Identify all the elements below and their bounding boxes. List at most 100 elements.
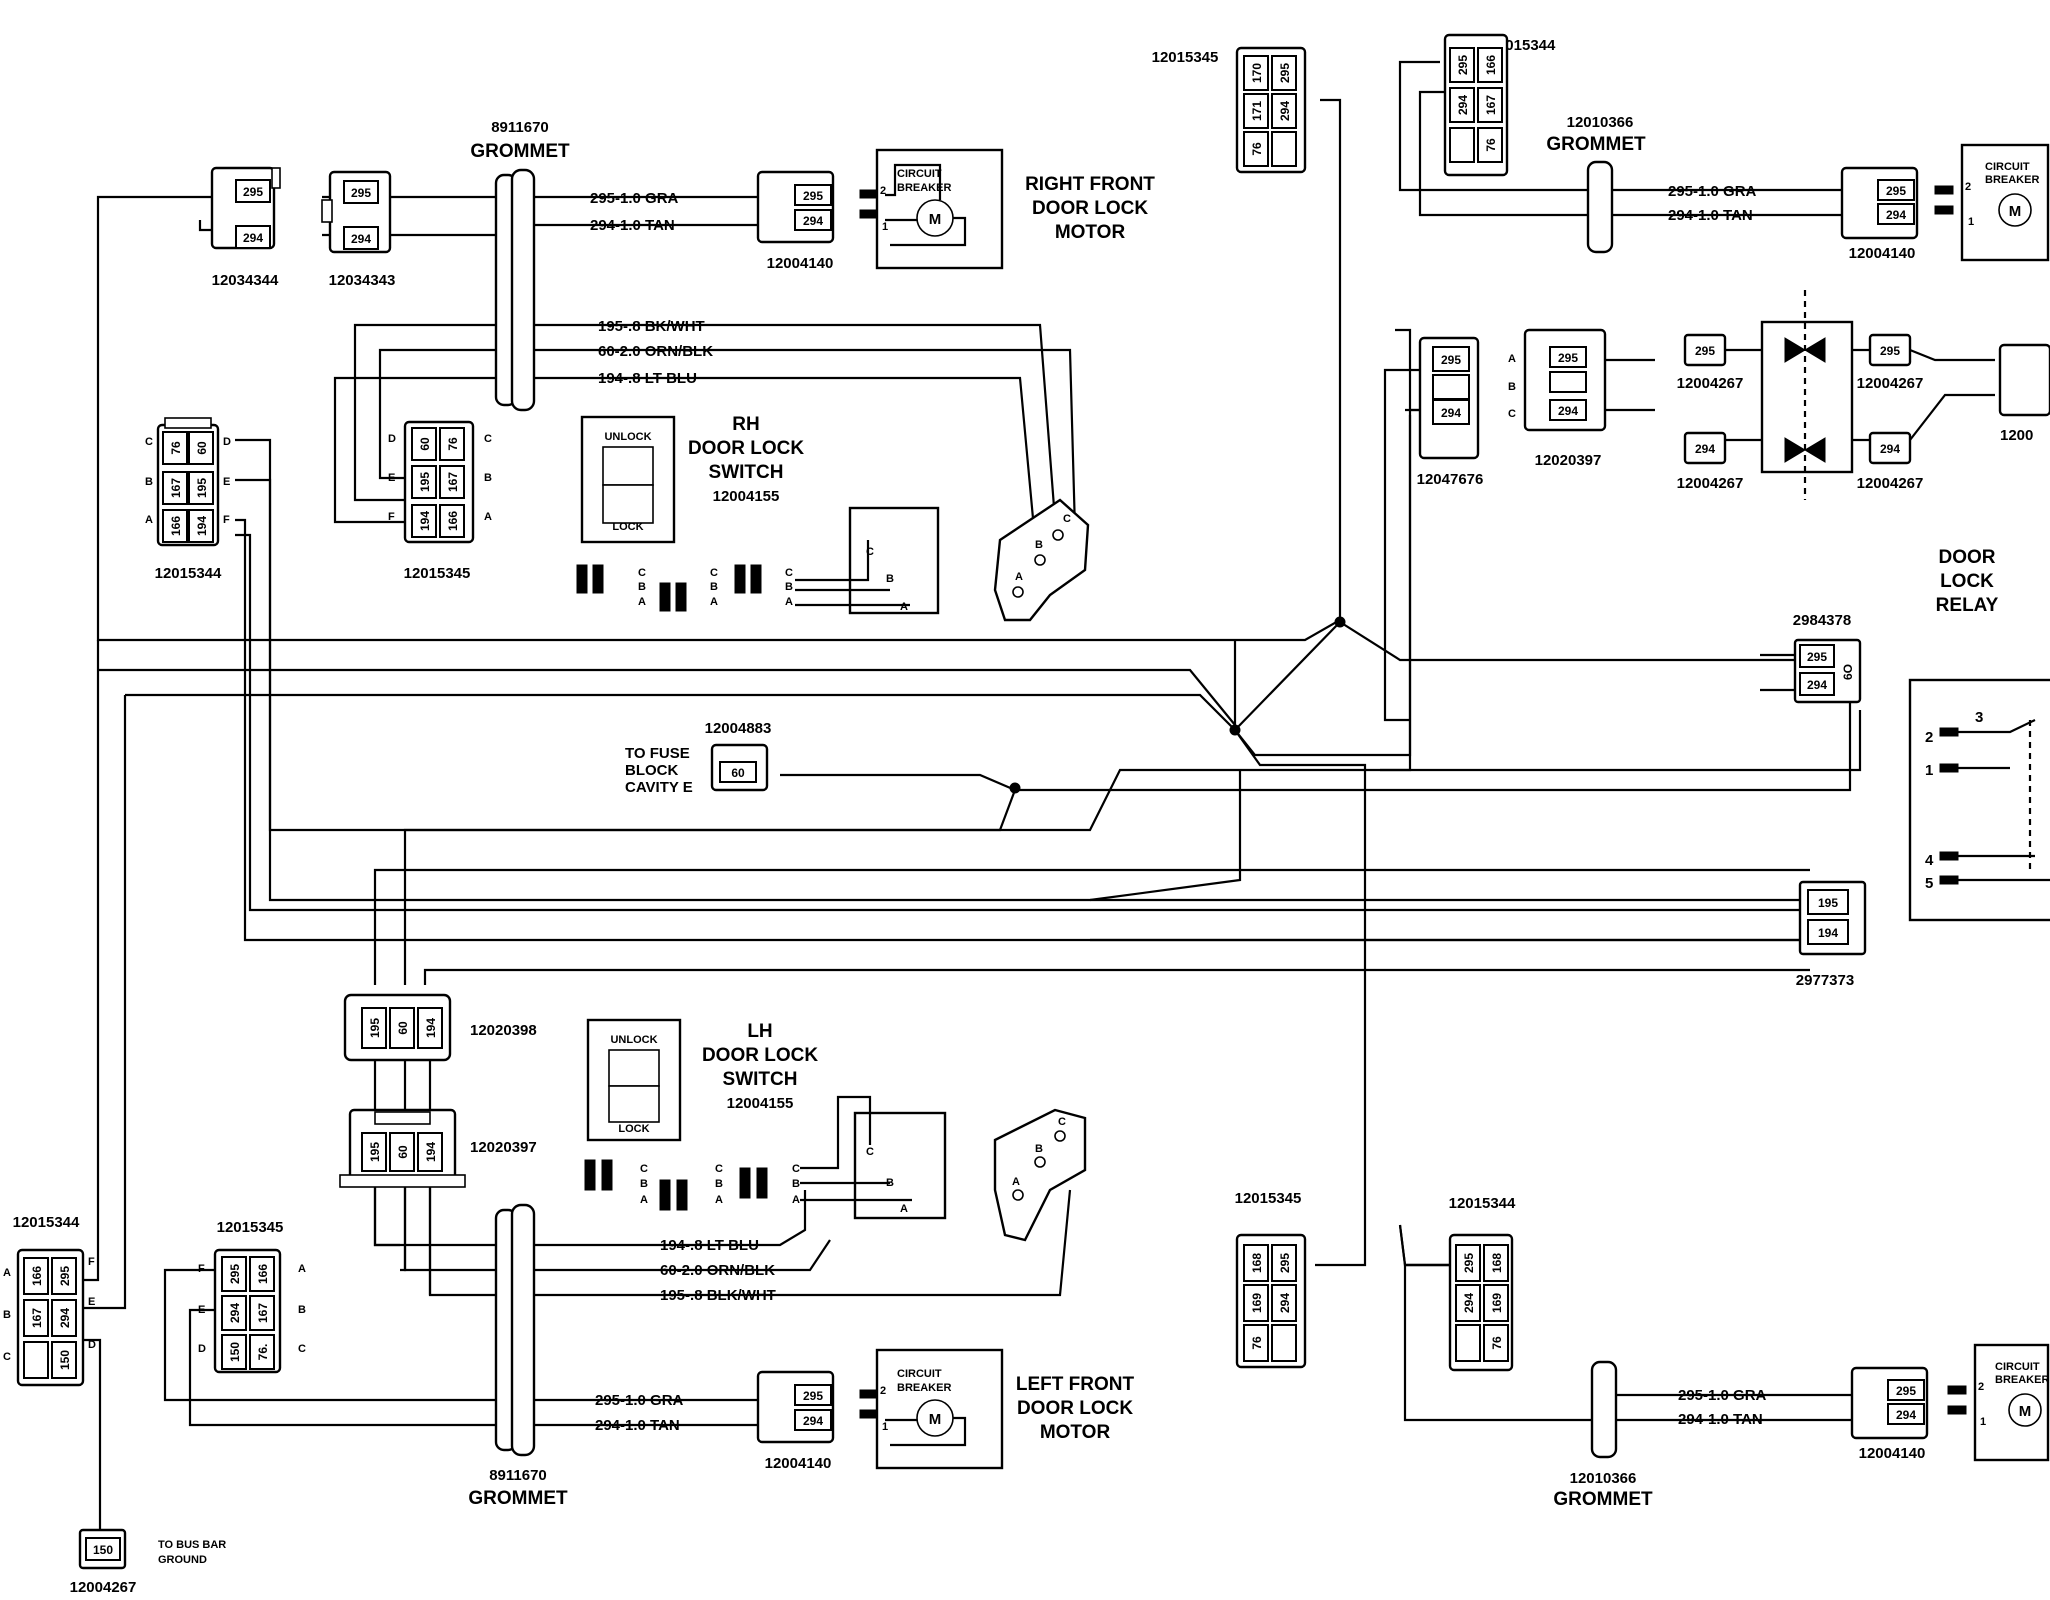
svg-text:LOCK: LOCK bbox=[618, 1123, 649, 1135]
svg-text:12010366: 12010366 bbox=[1570, 1470, 1637, 1487]
lh-switch-symbol: UNLOCK LOCK bbox=[586, 1018, 682, 1142]
svg-text:C: C bbox=[298, 1343, 306, 1355]
svg-text:GROMMET: GROMMET bbox=[1553, 1489, 1653, 1510]
svg-text:B: B bbox=[1035, 1143, 1043, 1155]
connector-12004267-group: 295 12004267 294 12004267 295 12004267 2… bbox=[1677, 290, 1924, 500]
svg-text:169: 169 bbox=[1250, 1293, 1264, 1313]
connector-12020398: 195 60 194 12020398 bbox=[343, 993, 537, 1062]
svg-text:C: C bbox=[1063, 513, 1071, 525]
svg-text:C: C bbox=[1508, 408, 1516, 420]
svg-text:12004267: 12004267 bbox=[1677, 375, 1744, 392]
svg-text:GROUND: GROUND bbox=[158, 1554, 207, 1566]
connector-12020397-lower: 195 60 194 12020397 bbox=[339, 1108, 537, 1188]
svg-text:E: E bbox=[223, 476, 230, 488]
svg-text:DOOR LOCK: DOOR LOCK bbox=[702, 1045, 818, 1066]
svg-text:76: 76 bbox=[1484, 138, 1498, 152]
svg-text:294: 294 bbox=[1456, 95, 1470, 115]
rh-lock-actuator: A B C bbox=[993, 498, 1090, 622]
svg-text:A: A bbox=[298, 1263, 306, 1275]
svg-text:76: 76 bbox=[1250, 142, 1264, 156]
svg-text:195-.8 BK/WHT: 195-.8 BK/WHT bbox=[598, 318, 705, 335]
svg-text:294-1.0 TAN: 294-1.0 TAN bbox=[590, 217, 675, 234]
svg-text:295-1.0 GRA: 295-1.0 GRA bbox=[1678, 1387, 1767, 1404]
svg-text:B: B bbox=[785, 581, 793, 593]
svg-text:GROMMET: GROMMET bbox=[1546, 134, 1646, 155]
svg-text:294: 294 bbox=[243, 231, 263, 245]
svg-text:170: 170 bbox=[1250, 63, 1264, 83]
svg-text:F: F bbox=[388, 511, 395, 523]
svg-text:194: 194 bbox=[424, 1142, 438, 1162]
svg-text:C: C bbox=[866, 1146, 874, 1158]
svg-text:5: 5 bbox=[1925, 875, 1933, 892]
svg-text:195: 195 bbox=[368, 1018, 382, 1038]
connector-12004140-rr: 295 294 12004140 CIRCUIT BREAKER M 2 1 bbox=[1840, 143, 2050, 262]
svg-text:A: A bbox=[900, 1203, 908, 1215]
svg-text:M: M bbox=[929, 211, 942, 228]
svg-text:294: 294 bbox=[803, 1414, 823, 1428]
svg-text:BREAKER: BREAKER bbox=[897, 182, 951, 194]
svg-text:DOOR: DOOR bbox=[1939, 547, 1996, 568]
svg-text:M: M bbox=[2019, 1403, 2032, 1420]
svg-text:295: 295 bbox=[58, 1266, 72, 1286]
svg-text:BREAKER: BREAKER bbox=[1985, 174, 2039, 186]
svg-text:295: 295 bbox=[1896, 1384, 1916, 1398]
svg-text:150: 150 bbox=[228, 1342, 242, 1362]
svg-text:E: E bbox=[198, 1304, 205, 1316]
svg-text:A: A bbox=[1508, 353, 1516, 365]
svg-text:194: 194 bbox=[1818, 926, 1838, 940]
svg-text:195: 195 bbox=[1818, 896, 1838, 910]
svg-text:194-.8 LT BLU: 194-.8 LT BLU bbox=[598, 370, 697, 387]
svg-text:UNLOCK: UNLOCK bbox=[604, 431, 651, 443]
connector-12004140-rf: 295 294 12004140 bbox=[756, 170, 881, 272]
svg-text:B: B bbox=[640, 1178, 648, 1190]
part-number: 12004140 bbox=[767, 255, 834, 272]
svg-text:166: 166 bbox=[1484, 55, 1498, 75]
svg-text:3: 3 bbox=[1975, 709, 1983, 726]
svg-text:76.: 76. bbox=[256, 1344, 270, 1361]
svg-text:12015345: 12015345 bbox=[217, 1219, 284, 1236]
connector-12015345-center: 12015345 170 295 171 294 76 bbox=[1152, 46, 1307, 174]
svg-text:1: 1 bbox=[882, 221, 888, 233]
svg-text:E: E bbox=[88, 1296, 95, 1308]
svg-text:A: A bbox=[638, 596, 646, 608]
svg-text:B: B bbox=[715, 1178, 723, 1190]
svg-text:12004267: 12004267 bbox=[1857, 475, 1924, 492]
svg-text:294: 294 bbox=[351, 232, 371, 246]
svg-text:12015345: 12015345 bbox=[1152, 49, 1219, 66]
svg-text:SWITCH: SWITCH bbox=[709, 462, 784, 483]
svg-text:B: B bbox=[484, 472, 492, 484]
svg-text:MOTOR: MOTOR bbox=[1055, 222, 1126, 243]
door-lock-relay-title: DOOR LOCK RELAY bbox=[1936, 547, 1999, 616]
svg-text:A: A bbox=[145, 514, 153, 526]
svg-text:294: 294 bbox=[1441, 406, 1461, 420]
svg-text:F: F bbox=[198, 1263, 205, 1275]
svg-text:295: 295 bbox=[243, 185, 263, 199]
connector-12015344-lower-right: 12015344 295 168 294 169 76 bbox=[1449, 1195, 1516, 1372]
svg-text:12020398: 12020398 bbox=[470, 1022, 537, 1039]
svg-text:295: 295 bbox=[1278, 63, 1292, 83]
svg-text:1: 1 bbox=[1980, 1416, 1986, 1428]
svg-text:12004155: 12004155 bbox=[727, 1095, 794, 1112]
svg-text:76: 76 bbox=[1490, 1336, 1504, 1350]
connector-12015344-lower-left: 12015344 166 295 167 294 150 A B C F E D bbox=[3, 1214, 96, 1387]
lh-switch-contacts: C B A C B A C B A C B A bbox=[584, 1095, 947, 1220]
svg-text:C: C bbox=[785, 567, 793, 579]
svg-text:295: 295 bbox=[1886, 184, 1906, 198]
svg-text:D: D bbox=[223, 436, 231, 448]
svg-text:76: 76 bbox=[446, 437, 460, 451]
svg-text:1200: 1200 bbox=[2000, 427, 2033, 444]
svg-text:B: B bbox=[886, 1177, 894, 1189]
svg-text:C: C bbox=[1058, 1116, 1066, 1128]
svg-text:SWITCH: SWITCH bbox=[723, 1069, 798, 1090]
svg-text:UNLOCK: UNLOCK bbox=[610, 1034, 657, 1046]
connector-12004140-lr: 295 294 12004140 CIRCUIT BREAKER M 2 1 bbox=[1850, 1343, 2049, 1462]
svg-text:167: 167 bbox=[1484, 95, 1498, 115]
svg-text:195: 195 bbox=[368, 1142, 382, 1162]
svg-text:194: 194 bbox=[195, 516, 209, 536]
grommet-bottom: 8911670 GROMMET bbox=[468, 1203, 568, 1509]
svg-text:DOOR LOCK: DOOR LOCK bbox=[1017, 1398, 1133, 1419]
svg-text:167: 167 bbox=[169, 478, 183, 498]
svg-text:12004267: 12004267 bbox=[70, 1579, 137, 1596]
svg-text:167: 167 bbox=[256, 1303, 270, 1323]
rh-switch-title: RH DOOR LOCK SWITCH 12004155 bbox=[688, 414, 804, 505]
